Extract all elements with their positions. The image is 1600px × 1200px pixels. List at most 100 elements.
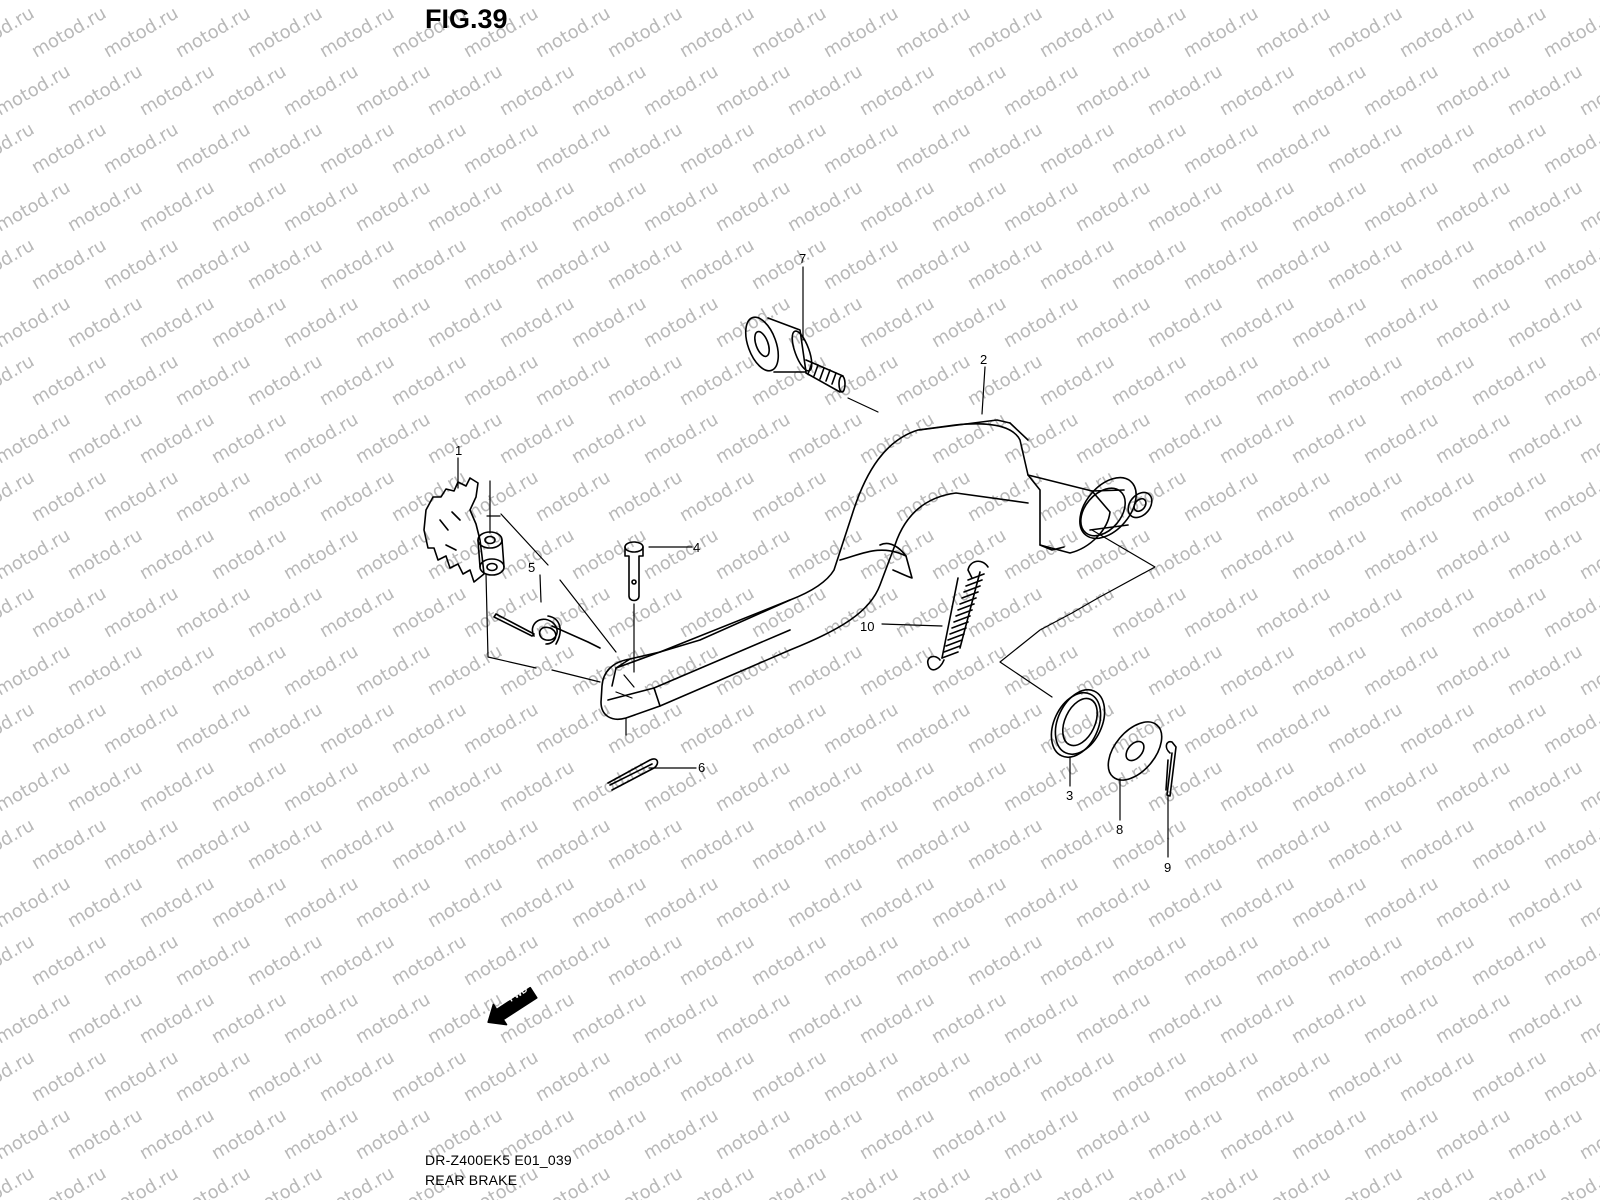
watermark-text: motod.ru	[0, 0, 74, 4]
watermark-text: motod.ru	[748, 467, 830, 526]
watermark-text: motod.ru	[352, 0, 434, 4]
callout-7: 7	[799, 251, 806, 266]
watermark-text: motod.ru	[1072, 293, 1154, 352]
watermark-text: motod.ru	[784, 1105, 866, 1164]
watermark-text: motod.ru	[1216, 641, 1298, 700]
watermark-text: motod.ru	[568, 0, 650, 4]
watermark-text: motod.ru	[1540, 119, 1600, 178]
watermark-text: motod.ru	[0, 177, 74, 236]
watermark-text: motod.ru	[640, 641, 722, 700]
watermark-text: motod.ru	[1504, 525, 1586, 584]
watermark-text: motod.ru	[424, 177, 506, 236]
watermark-text: motod.ru	[1072, 1105, 1154, 1164]
assembly-lines	[485, 397, 1156, 736]
watermark-text: motod.ru	[1288, 409, 1370, 468]
watermark-text: motod.ru	[784, 989, 866, 1048]
watermark-text: motod.ru	[1576, 0, 1600, 4]
watermark-text: motod.ru	[352, 757, 434, 816]
watermark-text: motod.ru	[208, 873, 290, 932]
watermark-text: motod.ru	[100, 351, 182, 410]
watermark-text: motod.ru	[892, 119, 974, 178]
watermark-text: motod.ru	[1468, 351, 1550, 410]
watermark-text: motod.ru	[136, 757, 218, 816]
watermark-text: motod.ru	[892, 467, 974, 526]
watermark-text: motod.ru	[640, 177, 722, 236]
watermark-text: motod.ru	[928, 177, 1010, 236]
watermark-text: motod.ru	[1108, 119, 1190, 178]
watermark-text: motod.ru	[568, 989, 650, 1048]
watermark-text: motod.ru	[280, 409, 362, 468]
watermark-text: motod.ru	[172, 1163, 254, 1200]
watermark-text: motod.ru	[892, 815, 974, 874]
watermark-text: motod.ru	[532, 815, 614, 874]
watermark-text: motod.ru	[0, 1105, 74, 1164]
watermark-text: motod.ru	[856, 1105, 938, 1164]
callout-4: 4	[693, 540, 700, 555]
watermark-text: motod.ru	[784, 525, 866, 584]
watermark-text: motod.ru	[712, 61, 794, 120]
watermark-text: motod.ru	[892, 1163, 974, 1200]
watermark-text: motod.ru	[1360, 1105, 1442, 1164]
callout-2: 2	[980, 352, 987, 367]
watermark-text: motod.ru	[172, 1047, 254, 1106]
watermark-text: motod.ru	[748, 699, 830, 758]
watermark-text: motod.ru	[712, 1105, 794, 1164]
watermark-text: motod.ru	[604, 235, 686, 294]
watermark-text: motod.ru	[856, 409, 938, 468]
watermark-text: motod.ru	[1360, 0, 1442, 4]
watermark-text: motod.ru	[1036, 583, 1118, 642]
watermark-text: motod.ru	[1396, 3, 1478, 62]
watermark-text: motod.ru	[1000, 0, 1082, 4]
watermark-text: motod.ru	[352, 1105, 434, 1164]
watermark-text: motod.ru	[1324, 351, 1406, 410]
watermark-text: motod.ru	[244, 119, 326, 178]
watermark-text: motod.ru	[1504, 989, 1586, 1048]
watermark-text: motod.ru	[1288, 177, 1370, 236]
watermark-text: motod.ru	[244, 815, 326, 874]
watermark-text: motod.ru	[856, 177, 938, 236]
watermark-text: motod.ru	[712, 989, 794, 1048]
watermark-text: motod.ru	[928, 293, 1010, 352]
watermark-text: motod.ru	[856, 989, 938, 1048]
watermark-text: motod.ru	[820, 3, 902, 62]
watermark-text: motod.ru	[1180, 699, 1262, 758]
watermark-text: motod.ru	[1216, 409, 1298, 468]
watermark-text: motod.ru	[64, 177, 146, 236]
watermark-text: motod.ru	[388, 235, 470, 294]
watermark-text: motod.ru	[1000, 873, 1082, 932]
watermark-text: motod.ru	[1396, 931, 1478, 990]
watermark-text: motod.ru	[1468, 931, 1550, 990]
watermark-text: motod.ru	[892, 351, 974, 410]
watermark-text: motod.ru	[64, 293, 146, 352]
watermark-text: motod.ru	[172, 351, 254, 410]
watermark-text: motod.ru	[1360, 757, 1442, 816]
watermark-text: motod.ru	[676, 815, 758, 874]
watermark-text: motod.ru	[640, 293, 722, 352]
watermark-text: motod.ru	[1540, 351, 1600, 410]
watermark-text: motod.ru	[1108, 351, 1190, 410]
watermark-text: motod.ru	[1396, 1047, 1478, 1106]
watermark-text: motod.ru	[892, 1047, 974, 1106]
watermark-text: motod.ru	[1468, 583, 1550, 642]
watermark-text: motod.ru	[496, 409, 578, 468]
watermark-text: motod.ru	[1468, 3, 1550, 62]
watermark-text: motod.ru	[928, 0, 1010, 4]
watermark-text: motod.ru	[604, 3, 686, 62]
watermark-text: motod.ru	[1324, 3, 1406, 62]
watermark-text: motod.ru	[316, 235, 398, 294]
watermark-text: motod.ru	[352, 293, 434, 352]
watermark-text: motod.ru	[64, 525, 146, 584]
watermark-text: motod.ru	[1288, 873, 1370, 932]
watermark-text: motod.ru	[640, 1105, 722, 1164]
watermark-text: motod.ru	[748, 119, 830, 178]
watermark-text: motod.ru	[1468, 1047, 1550, 1106]
watermark-text: motod.ru	[604, 583, 686, 642]
watermark-text: motod.ru	[64, 409, 146, 468]
watermark-text: motod.ru	[1360, 293, 1442, 352]
watermark-text: motod.ru	[568, 1105, 650, 1164]
watermark-text: motod.ru	[928, 873, 1010, 932]
watermark-text: motod.ru	[712, 0, 794, 4]
watermark-text: motod.ru	[316, 119, 398, 178]
watermark-text: motod.ru	[1036, 235, 1118, 294]
